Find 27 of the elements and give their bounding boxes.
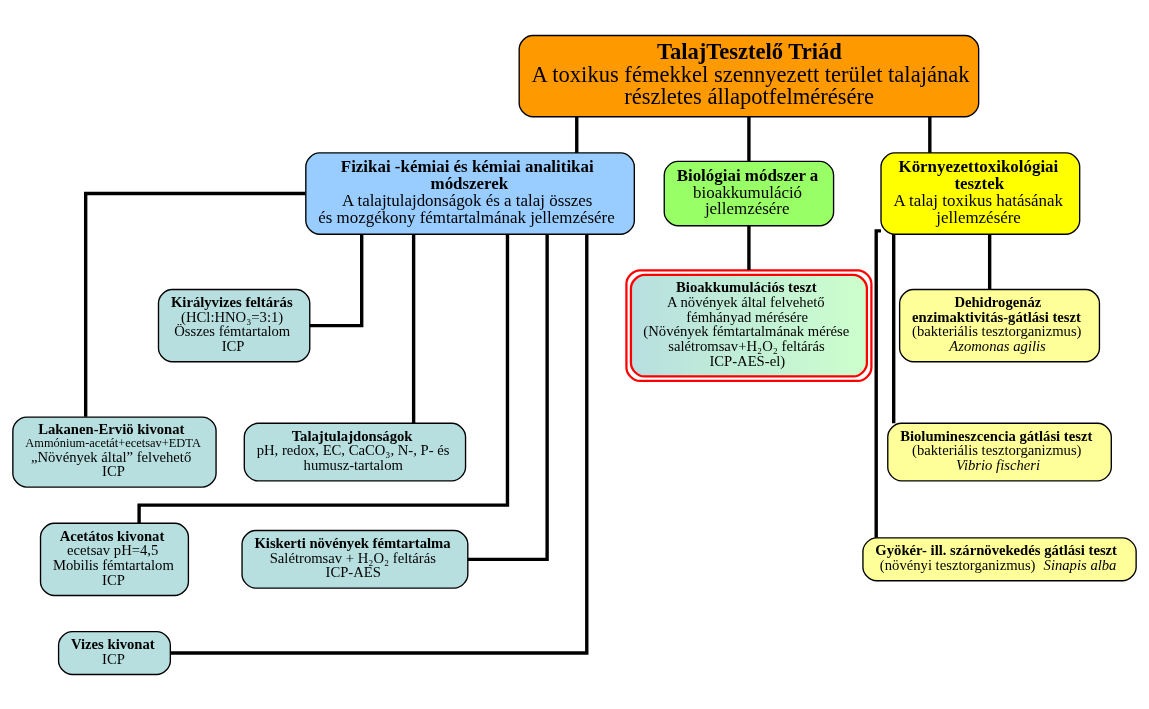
node-box: Fizikai -kémiai és kémiai analitikai módszerek A talajtulajdonságok és a talaj összes és mozgékony fémtartalmának jellemzésére	[305, 151, 635, 235]
node-box: Gyökér- ill. szárnövekedés gátlási teszt (növényi tesztorganizmus) Sinapis alba	[862, 536, 1137, 581]
node-box: Királyvizes feltárás (HCl:HNO₃=3:1) Összes fémtartalom ICP	[157, 288, 311, 362]
connector	[874, 228, 881, 538]
node-box: Bioakkumulációs teszt A növények által felvehető fémhányad mérésére (Növények fémtartalmának mérése salétromsav+H₂O₂ feltárás ICP-AES-el)	[625, 268, 873, 382]
connector	[84, 191, 306, 417]
connector	[170, 233, 589, 655]
node-box: Lakanen-Erviö kivonat Ammónium-acetát+ecetsav+EDTA „Növények által” felvehető ICP	[12, 415, 217, 488]
connector	[137, 233, 510, 523]
node-box: Biolumineszcencia gátlási teszt (bakteriális tesztorganizmus) Vibrio fischeri	[887, 422, 1112, 482]
node-box: Környezettoxikológiai tesztek A talaj toxikus hatásának jellemzésére	[880, 151, 1081, 235]
connector	[747, 116, 751, 161]
node-box: Dehidrogenáz enzimaktivitás-gátlási teszt (bakteriális tesztorganizmus) Azomonas agilis	[898, 288, 1101, 362]
node-box: Biológiai módszer a bioakkumuláció jellemzésére	[663, 160, 835, 226]
node-box: Talajtulajdonságok pH, redox, EC, CaCO₃, N-, P- és humusz-tartalom	[243, 422, 467, 482]
connector	[987, 233, 992, 289]
connector	[747, 225, 751, 270]
connector	[309, 233, 364, 327]
node-box: Acetátos kivonat ecetsav pH=4,5 Mobilis fémtartalom ICP	[39, 522, 190, 596]
connector	[575, 116, 579, 153]
node-box: Vizes kivonat ICP	[57, 630, 172, 675]
connector	[411, 233, 416, 423]
connector	[892, 233, 896, 423]
connector	[928, 116, 932, 153]
connector	[467, 233, 549, 561]
node-box: TalajTesztelő Triád A toxikus fémekkel szennyezett terület talajának részletes állapotfelmérésére	[518, 34, 980, 117]
node-box: Kiskerti növények fémtartalma Salétromsav + H₂O₂ feltárás ICP-AES	[241, 529, 469, 589]
